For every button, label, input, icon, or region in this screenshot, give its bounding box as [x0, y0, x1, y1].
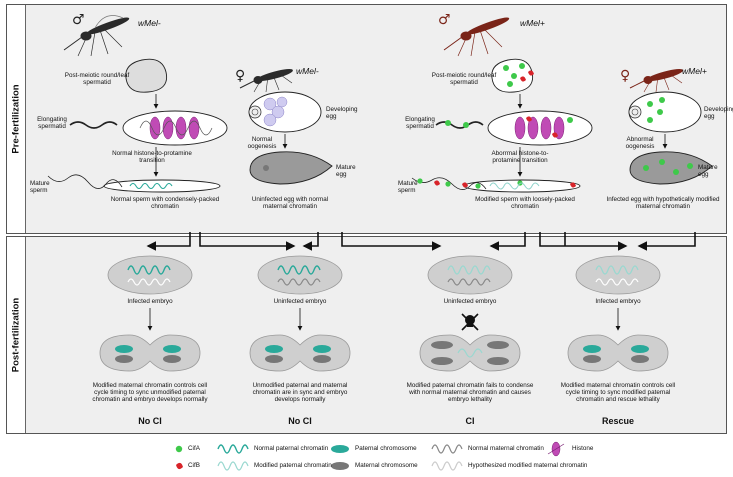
transition-abnormal-label: Aborrmal histone-to-protamine transition: [491, 150, 549, 165]
male-symbol-icon: ♂: [438, 12, 451, 28]
egg-uninfected-caption: Uninfected egg with normal maternal chro…: [251, 196, 329, 211]
mature-egg-plus-label: Mature egg: [698, 164, 718, 179]
sperm-modified-caption: Modified sperm with loosely-packed chrom…: [475, 196, 575, 211]
outcome3-title: CI: [465, 416, 475, 426]
spermatid-plus-label: Post-meiotic round/leaf spermatid: [431, 72, 497, 87]
oogenesis-normal-label: Normal oogenesis: [247, 136, 277, 151]
mature-egg-minus-label: Mature egg: [336, 164, 356, 179]
pre-fertilization-panel: Pre-fertilization: [6, 4, 727, 234]
legend-histone-icon: [547, 441, 565, 457]
elongating-spermatid-icon: [122, 110, 228, 146]
pre-fertilization-side-label: Pre-fertilization: [7, 5, 26, 233]
male-minus-strain-label: wMel-: [138, 18, 161, 28]
legend-paternal-chromosome-label: Paternal chromosome: [355, 445, 417, 452]
male-mosquito-icon: [63, 15, 130, 57]
elongating-plus-label: Elongating spermatid: [405, 116, 435, 131]
elongating-minus-label: Elongating spermatid: [37, 116, 67, 131]
developing-egg-minus-label: Developing egg: [326, 106, 358, 121]
female-mosquito-icon: [239, 69, 293, 93]
embryo3-label: Uninfected embryo: [443, 298, 497, 305]
sperm-tail-icon: [69, 121, 118, 129]
embryo-3: [419, 255, 521, 372]
outcome2-title: No CI: [288, 416, 312, 426]
infected-female-mosquito-icon: [629, 69, 683, 93]
embryo1-label: Infected embryo: [127, 298, 173, 305]
outcome2-caption: Unmodified paternal and maternal chromat…: [252, 382, 348, 404]
legend-histone-label: Histone: [572, 445, 594, 452]
legend-maternal-chromosome-label: Maternal chromosome: [355, 462, 418, 469]
round-spermatid-icon: [125, 58, 168, 93]
cifa-icon: [503, 63, 525, 87]
transition-normal-label: Normal histone-to-protamine transition: [112, 150, 192, 165]
sperm-normal-caption: Normal sperm with condensely-packed chro…: [110, 196, 220, 211]
mature-sperm-plus-label: Mature sperm: [398, 180, 418, 195]
legend-modified-paternal-label: Modified paternal chromatin: [254, 462, 332, 469]
female-symbol-icon: ♀: [620, 68, 630, 84]
embryo4-label: Infected embryo: [595, 298, 641, 305]
outcome1-caption: Modified maternal chromatin controls cel…: [92, 382, 208, 404]
legend-modified-paternal-icon: [217, 461, 249, 471]
legend-icons: [175, 441, 565, 471]
egg-infected-caption: Infected egg with hypothetically modifie…: [606, 196, 720, 211]
mature-sperm-minus-label: Mature sperm: [30, 180, 50, 195]
female-symbol-icon: ♀: [235, 68, 245, 84]
legend-cifa-icon: [175, 445, 183, 453]
oogenesis-abnormal-label: Abnormal oogenesis: [625, 136, 655, 151]
cifb-icon: [520, 70, 534, 82]
embryo-1: [99, 255, 201, 372]
post-fertilization-side-label: Post-fertilization: [7, 237, 26, 433]
normal-paternal-chromatin-icon: [129, 182, 173, 190]
infected-elongating-spermatid-icon: [487, 110, 593, 146]
legend-normal-paternal-icon: [217, 444, 249, 454]
legend-hypothesized-maternal-icon: [431, 461, 463, 471]
legend-cifa-label: CifA: [188, 445, 200, 452]
skull-crossbones-icon: [461, 313, 479, 331]
legend-normal-paternal-label: Normal paternal chromatin: [254, 445, 329, 452]
fertilization-arrows: [146, 232, 696, 251]
female-minus-strain-label: wMel-: [296, 66, 319, 76]
male-symbol-icon: ♂: [72, 12, 85, 28]
embryo-2: [249, 255, 351, 372]
legend-cifb-label: CifB: [188, 462, 200, 469]
modified-paternal-chromatin-icon: [489, 182, 540, 190]
outcome3-caption: Modified paternal chromatin fails to con…: [406, 382, 534, 404]
embryo-4: [567, 255, 669, 372]
legend-paternal-chromosome-icon: [331, 445, 349, 453]
legend-normal-maternal-label: Normal maternal chromatin: [468, 445, 544, 452]
female-plus-strain-label: wMel+: [682, 66, 707, 76]
embryo2-label: Uninfected embryo: [273, 298, 327, 305]
legend-cifb-icon: [176, 462, 183, 470]
legend-hypothesized-maternal-label: Hypothesized modified maternal chromatin: [468, 462, 588, 469]
spermatid-minus-label: Post-meiotic round/leaf spermatid: [64, 72, 130, 87]
infected-male-mosquito-icon: [443, 17, 510, 57]
infected-mature-egg-icon: [629, 151, 713, 185]
male-plus-strain-label: wMel+: [520, 18, 545, 28]
outcome1-title: No CI: [138, 416, 162, 426]
legend-normal-maternal-icon: [431, 444, 463, 454]
outcome4-caption: Modified maternal chromatin controls cel…: [560, 382, 676, 404]
mature-egg-icon: [249, 151, 333, 185]
legend-maternal-chromosome-icon: [331, 462, 349, 470]
outcome4-title: Rescue: [601, 416, 635, 426]
developing-egg-plus-label: Developing egg: [704, 106, 733, 121]
